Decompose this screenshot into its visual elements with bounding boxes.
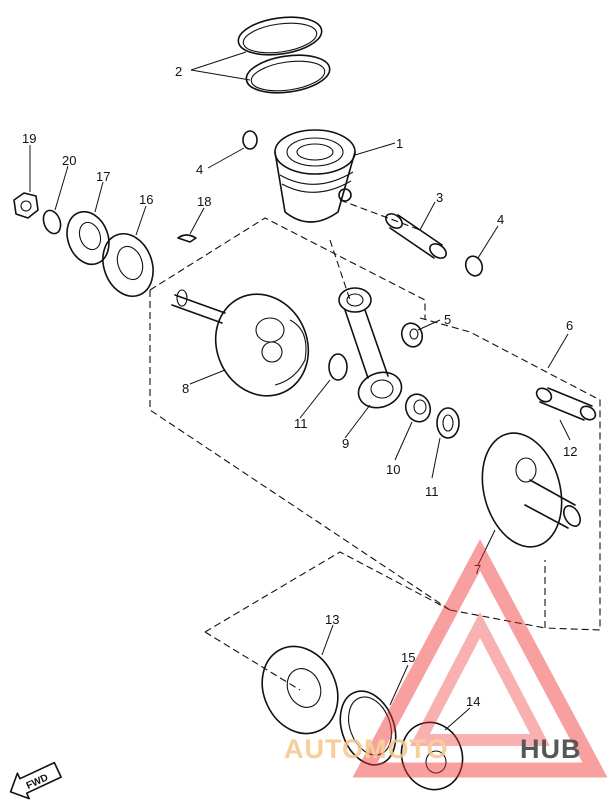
leader-lines [29, 51, 571, 731]
crank-right [481, 432, 581, 548]
automotohub-watermark: AUTOMOTO HUB [284, 539, 608, 778]
woodruff-key [177, 234, 197, 243]
crank-left [171, 289, 310, 397]
connecting-rod [338, 287, 403, 409]
label-part-11b: 11 [425, 484, 439, 499]
label-part-7: 7 [474, 562, 481, 577]
piston-pin [385, 213, 447, 259]
part-labels: 2 1 4 3 4 19 20 17 16 18 5 6 8 11 9 12 1… [22, 64, 577, 709]
label-part-17: 17 [96, 169, 110, 184]
label-part-14: 14 [466, 694, 480, 709]
label-part-2: 2 [175, 64, 182, 79]
crank-nut [13, 192, 39, 219]
label-part-15: 15 [401, 650, 415, 665]
watermark-triangle-icon [352, 539, 608, 778]
label-part-20: 20 [62, 153, 76, 168]
big-end-bearing [404, 393, 432, 423]
label-part-19: 19 [22, 131, 36, 146]
fwd-arrow-icon: FWD [9, 761, 62, 800]
shim [339, 690, 397, 766]
label-part-18: 18 [197, 194, 211, 209]
label-part-5: 5 [444, 312, 451, 327]
washer [42, 209, 62, 235]
watermark-text-part1: AUTOMOTO [284, 734, 449, 764]
bearing-left [102, 233, 154, 297]
piston-pin-clip-left [242, 130, 258, 150]
label-part-12: 12 [563, 444, 577, 459]
piston [274, 129, 356, 223]
label-part-1: 1 [396, 136, 403, 151]
label-part-16: 16 [139, 192, 153, 207]
piston-pin-clip-right [464, 255, 484, 277]
piston-rings [237, 16, 331, 94]
thrust-washer-left [328, 353, 348, 381]
thrust-washer-right [436, 407, 460, 439]
label-part-3: 3 [436, 190, 443, 205]
label-part-10: 10 [386, 462, 400, 477]
label-part-4a: 4 [196, 162, 203, 177]
label-part-9: 9 [342, 436, 349, 451]
label-part-13: 13 [325, 612, 339, 627]
watermark-text-part2: HUB [520, 734, 582, 764]
assembly-boundary-lines [149, 199, 601, 691]
small-end-bearing [400, 322, 424, 348]
seal-lower [400, 721, 464, 791]
label-part-4b: 4 [497, 212, 504, 227]
label-part-11a: 11 [294, 416, 308, 431]
bearing-lower [261, 645, 339, 735]
crank-pin [535, 387, 597, 421]
label-part-6: 6 [566, 318, 573, 333]
label-part-8: 8 [182, 381, 189, 396]
oil-seal [66, 210, 110, 266]
